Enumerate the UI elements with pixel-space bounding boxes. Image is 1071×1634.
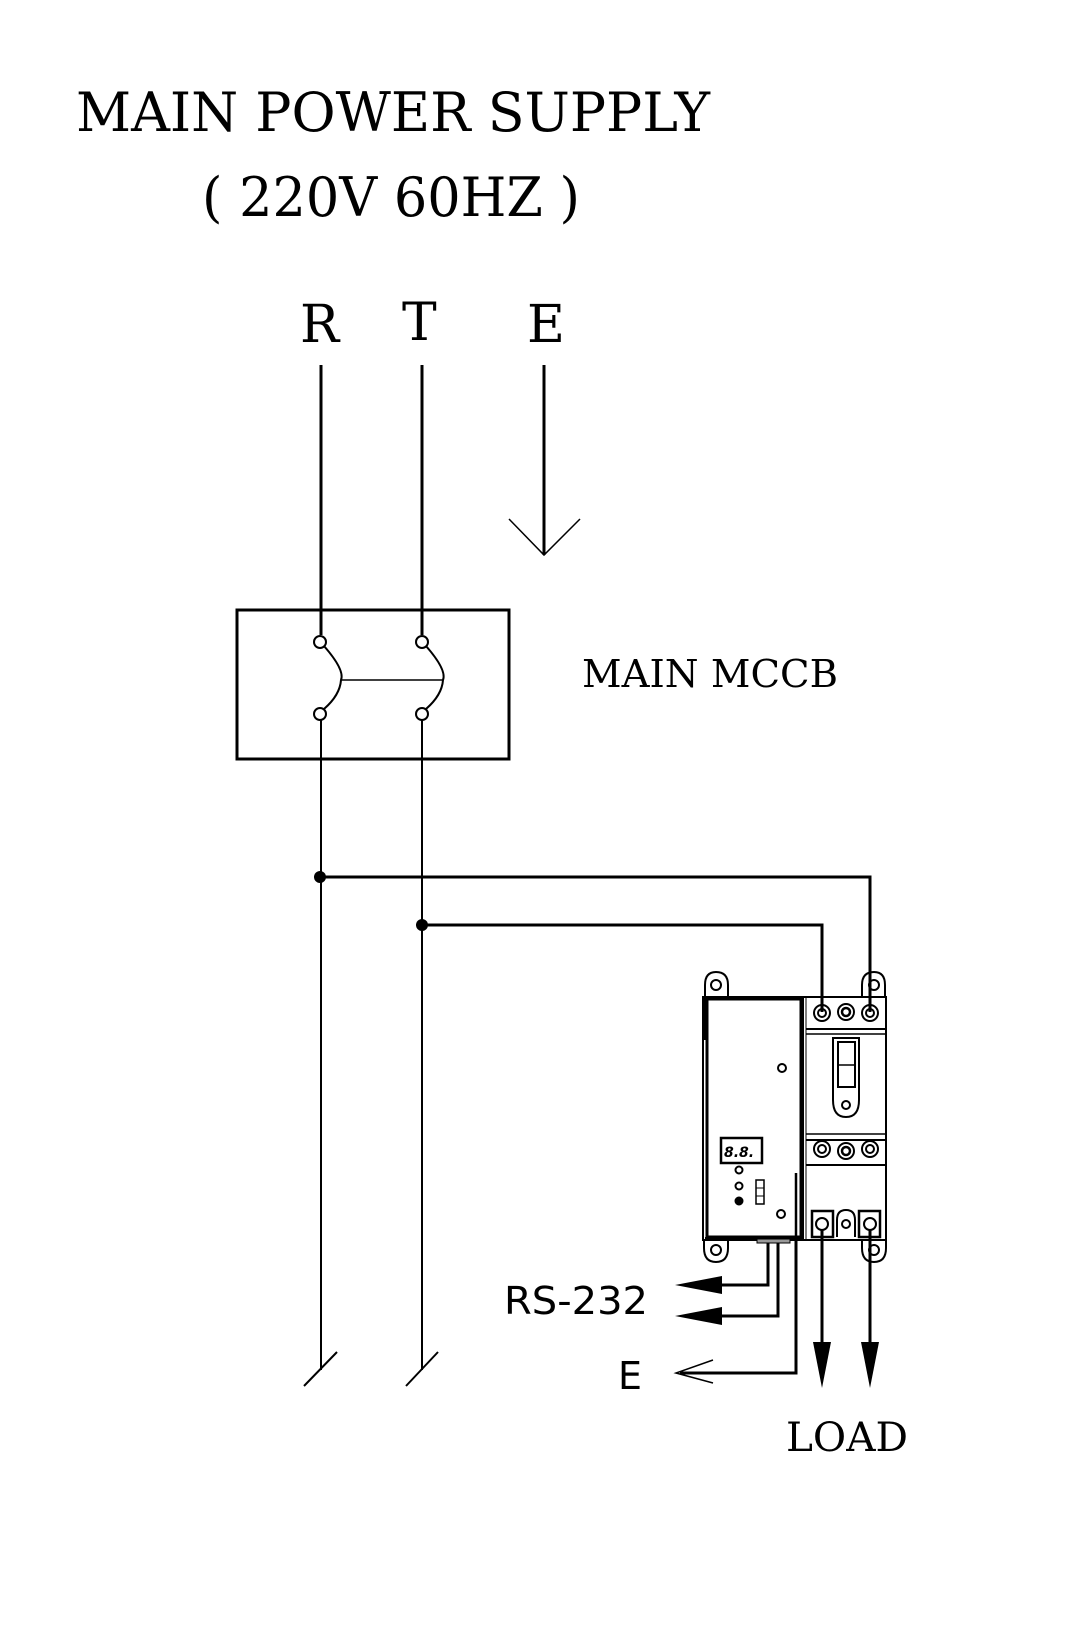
load-arrow-2-icon — [861, 1342, 879, 1388]
rs232-label: RS-232 — [504, 1279, 648, 1323]
wire-rs232-2 — [700, 1243, 780, 1318]
title-line-2: ( 220V 60HZ ) — [202, 166, 580, 229]
junction-dot-t — [416, 919, 428, 931]
wire-t-branch — [422, 923, 824, 1012]
mccb-switch-arc-r — [323, 645, 343, 710]
led-1 — [734, 1165, 744, 1175]
mccb-contact-t-top — [415, 635, 429, 649]
mount-ear-bottom-right — [861, 1240, 887, 1264]
dip-switch — [755, 1179, 765, 1205]
mccb-label: MAIN MCCB — [582, 652, 838, 696]
earth-output-label: E — [618, 1354, 642, 1398]
breaker-handle — [832, 1037, 860, 1119]
mccb-contact-t-bottom — [415, 707, 429, 721]
mccb-switch-arc-t — [425, 645, 445, 710]
monitor-module — [705, 997, 803, 1239]
mccb-contact-r-bottom — [313, 707, 327, 721]
earth-output-arrow-icon — [673, 1359, 714, 1384]
earth-arrow-icon — [508, 518, 581, 557]
phase-label-e: E — [527, 295, 565, 355]
wire-r-termination — [303, 1351, 338, 1387]
load-label: LOAD — [786, 1415, 908, 1461]
mccb-box — [235, 608, 511, 761]
display-digits: 8.8. — [724, 1145, 754, 1161]
rs232-arrow-2-icon — [675, 1307, 722, 1325]
phase-label-r: R — [300, 295, 341, 355]
wire-rs232-1 — [700, 1243, 770, 1287]
mount-ear-top-left — [704, 970, 729, 1040]
wire-earth-output — [680, 1237, 798, 1375]
rs232-arrow-1-icon — [675, 1276, 722, 1294]
wire-t-termination — [405, 1351, 439, 1387]
led-2 — [734, 1181, 744, 1191]
mount-ear-top-right — [861, 970, 886, 997]
leakage-breaker-device: 8.8. — [702, 970, 887, 1264]
junction-dot-r — [314, 871, 326, 883]
title-line-1: MAIN POWER SUPPLY — [76, 81, 711, 144]
wire-r-branch — [321, 875, 872, 1012]
display-window — [719, 1136, 764, 1165]
mccb-contact-r-top — [313, 635, 327, 649]
mount-ear-bottom-left — [703, 1240, 729, 1264]
led-3 — [734, 1196, 744, 1206]
load-arrow-1-icon — [813, 1342, 831, 1388]
phase-label-t: T — [402, 293, 437, 353]
